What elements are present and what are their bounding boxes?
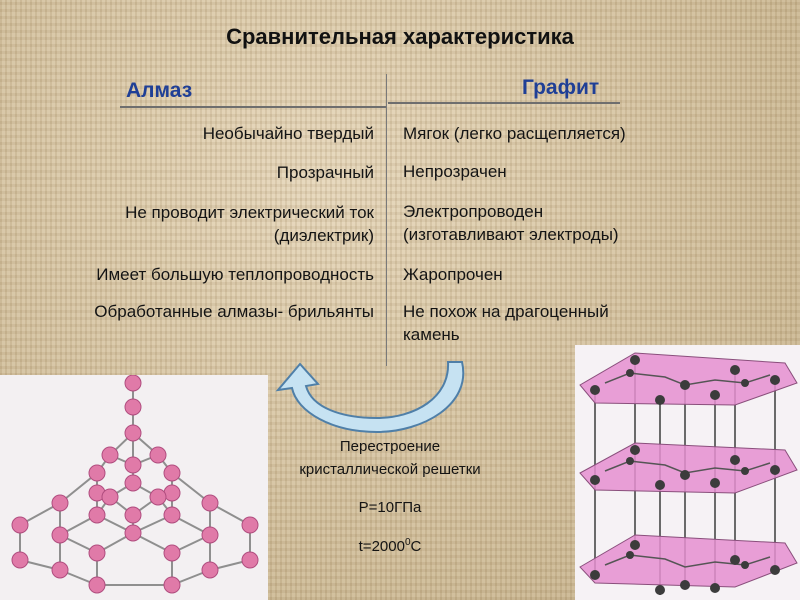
temperature-value: t=2000: [358, 538, 405, 555]
column-divider: [386, 74, 387, 366]
graphite-property-text: Непрозрачен: [403, 162, 507, 181]
graphite-property-text: Мягок (легко расщепляется): [403, 124, 626, 143]
heading-underline-right: [388, 102, 620, 104]
diamond-property-text: Имеет большую теплопроводность: [96, 265, 374, 284]
graphite-property: Не похож на драгоценный камень: [403, 300, 609, 346]
diamond-lattice-icon: [11, 375, 259, 594]
diamond-property: Обработанные алмазы- брильянты: [94, 300, 374, 323]
diamond-property-text: (диэлектрик): [273, 226, 374, 245]
graphite-property-text: (изготавливают электроды): [403, 225, 619, 244]
diamond-property: Необычайно твердый: [203, 122, 374, 145]
graphite-property: Непрозрачен: [403, 160, 507, 183]
transformation-label-line2: кристаллической решетки: [299, 461, 481, 478]
transformation-label-line1: Перестроение: [339, 438, 441, 455]
diamond-property-text: Прозрачный: [276, 163, 374, 182]
graphite-property-text: Электропроводен: [403, 202, 544, 221]
diamond-property-text: Не проводит электрический ток: [125, 203, 374, 222]
temperature-condition: t=20000С: [265, 532, 515, 558]
pressure-condition: Р=10ГПа: [358, 499, 422, 516]
diamond-lattice-illustration: [0, 375, 268, 600]
graphite-property: Электропроводен (изготавливают электроды…: [403, 200, 619, 246]
heading-underline-left: [120, 106, 386, 108]
column-heading-diamond: Алмаз: [126, 79, 193, 102]
diamond-property-text: Необычайно твердый: [202, 124, 374, 143]
diamond-property-text: Обработанные алмазы- брильянты: [94, 302, 374, 321]
graphite-lattice-icon: [579, 352, 798, 595]
column-heading-graphite: Графит: [522, 76, 600, 99]
temperature-superscript: 0: [404, 537, 411, 548]
graphite-property-text: Жаропрочен: [403, 265, 503, 284]
temperature-unit: С: [410, 538, 422, 555]
graphite-property: Мягок (легко расщепляется): [403, 122, 626, 145]
graphite-property: Жаропрочен: [403, 263, 503, 286]
diamond-property: Не проводит электрический ток (диэлектри…: [125, 201, 374, 247]
graphite-property-text: Не похож на драгоценный: [403, 302, 609, 321]
page-title: Сравнительная характеристика: [226, 24, 574, 49]
graphite-lattice-illustration: [575, 345, 800, 600]
curved-arrow-icon: [275, 361, 465, 434]
diamond-property: Прозрачный: [277, 161, 374, 184]
diamond-property: Имеет большую теплопроводность: [96, 263, 374, 286]
graphite-property-text: камень: [403, 325, 460, 344]
